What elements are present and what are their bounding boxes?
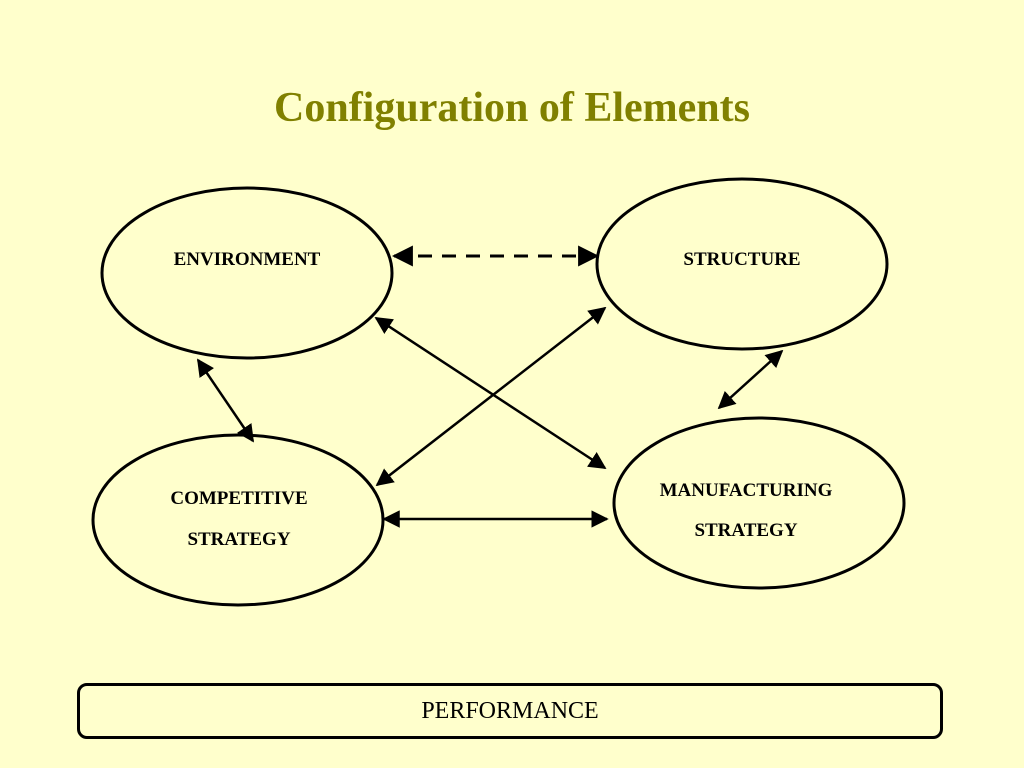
performance-box: PERFORMANCE bbox=[77, 683, 943, 739]
competitive-strategy-label-line1: COMPETITIVE bbox=[170, 488, 307, 509]
structure-manufacturing-arrow bbox=[717, 349, 784, 410]
environment-label: ENVIRONMENT bbox=[174, 249, 321, 270]
environment-competitive-arrow bbox=[196, 358, 255, 443]
performance-label: PERFORMANCE bbox=[421, 697, 599, 724]
competitive-strategy-label-line2: STRATEGY bbox=[187, 529, 290, 550]
manufacturing-strategy-ellipse bbox=[612, 416, 906, 590]
manufacturing-strategy-label-line1: MANUFACTURING bbox=[660, 480, 833, 501]
environment-ellipse bbox=[100, 186, 394, 360]
manufacturing-strategy-label-line2: STRATEGY bbox=[694, 520, 797, 541]
competitive-strategy-ellipse bbox=[91, 433, 385, 607]
structure-label: STRUCTURE bbox=[683, 249, 800, 270]
environment-manufacturing-arrow bbox=[374, 316, 607, 470]
slide-title: Configuration of Elements bbox=[274, 85, 750, 131]
structure-competitive-arrow bbox=[375, 306, 607, 487]
